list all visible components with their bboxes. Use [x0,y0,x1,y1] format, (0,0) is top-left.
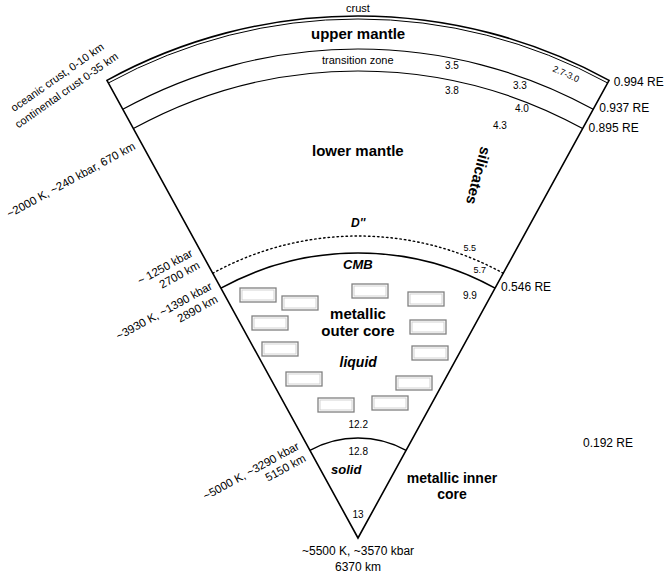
layer-label: lower mantle [312,142,404,159]
convection-cell-inner [284,298,316,308]
density-value: 3.8 [445,85,459,97]
convection-cell-inner [264,344,296,354]
density-value: 4.3 [493,120,507,132]
convection-cell-inner [410,294,442,304]
radius-label: 0.895 RE [589,122,639,136]
convection-cell [408,292,444,306]
depth-condition: 6370 km [335,561,381,575]
layer-boundary [133,71,582,129]
convection-cell-inner [354,286,386,296]
density-value: 3.5 [445,60,459,72]
density-value: 4.0 [515,103,529,115]
depth-condition: ~2000 K, ~240 kbar, 670 km [5,140,138,221]
radius-label: 0.994 RE [614,76,664,90]
convection-cell-inner [320,400,352,410]
convection-cell [282,296,318,310]
convection-cell [318,398,354,412]
radius-label: 0.192 RE [583,437,633,451]
layer-label: metallic outer core [313,305,403,340]
layer-label: transition zone [322,54,394,67]
layer-label: upper mantle [311,25,405,42]
convection-cell [252,316,288,330]
boundary-label: CMB [343,258,373,273]
convection-cell-inner [398,378,430,388]
convection-cell [286,372,322,386]
d-double-prime-boundary [213,236,504,273]
convection-cell-inner [412,322,444,332]
density-value: 12.8 [349,446,368,458]
depth-condition: ~5500 K, ~3570 kbar [302,545,414,559]
convection-cell [412,346,448,360]
convection-cell [372,396,408,410]
crust-boundary [108,19,607,83]
density-value: 12.2 [349,419,368,431]
convection-cell [396,376,432,390]
density-value: 5.5 [464,243,477,253]
convection-cell [262,342,298,356]
convection-cell [240,288,276,302]
convection-cell-inner [374,398,406,408]
layer-label: D'' [351,217,365,231]
convection-cell [352,284,388,298]
layer-label: metallic inner core [400,470,504,502]
density-value: 9.9 [463,290,477,302]
convection-cell-inner [414,348,446,358]
density-value: 13 [353,509,364,521]
convection-cell-inner [242,290,274,300]
layer-label: crust [346,2,370,15]
convection-cell-inner [288,374,320,384]
density-value: 3.3 [513,80,527,92]
state-label: liquid [340,354,377,370]
density-value: 5.7 [474,265,487,275]
earth-wedge [107,16,609,538]
convection-cell [410,320,446,334]
state-label: solid [331,463,361,478]
core-mantle-boundary [221,253,495,288]
convection-cell-inner [254,318,286,328]
radius-label: 0.546 RE [501,281,551,295]
radius-label: 0.937 RE [599,102,649,116]
